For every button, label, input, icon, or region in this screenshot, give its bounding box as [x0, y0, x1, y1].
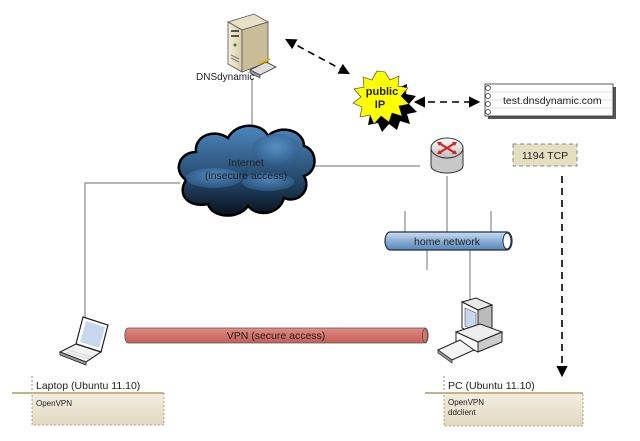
home-network-pipe [384, 231, 513, 251]
dns-record-label: test.dnsdynamic.com [503, 95, 602, 107]
internet-label-line1: Internet [228, 157, 264, 169]
pc-note [425, 376, 584, 427]
public-ip-label-line1: public [366, 86, 398, 98]
vpn-tunnel-pipe [124, 327, 429, 344]
cloud-icon [177, 124, 316, 217]
notepad-icon [484, 83, 616, 119]
vpn-tunnel-label: VPN (secure access) [227, 330, 326, 342]
home-network-label: home network [414, 236, 481, 248]
cloud-to-laptop-line [84, 182, 180, 318]
desktop-pc-icon [437, 297, 504, 364]
server-icon [226, 13, 277, 79]
pc-title: PC (Ubuntu 11.10) [448, 380, 535, 392]
internet-label-line2: (insecure access) [205, 170, 287, 182]
laptop-title: Laptop (Ubuntu 11.10) [36, 380, 140, 392]
dns-server-label: DNSdynamic [196, 72, 254, 83]
server-ip-dashed-arrow [285, 38, 350, 75]
pc-software-0: OpenVPN [448, 398, 484, 407]
pc-software-1: ddclient [448, 408, 476, 417]
laptop-software-0: OpenVPN [36, 399, 72, 408]
router-icon [430, 137, 464, 174]
public-ip-label-line2: IP [375, 99, 385, 111]
port-note-box [512, 143, 578, 167]
laptop-icon [58, 316, 109, 366]
port-note-label: 1194 TCP [522, 150, 568, 162]
connection-lines [84, 78, 492, 318]
laptop-note [12, 376, 165, 426]
starburst-icon [352, 70, 417, 132]
